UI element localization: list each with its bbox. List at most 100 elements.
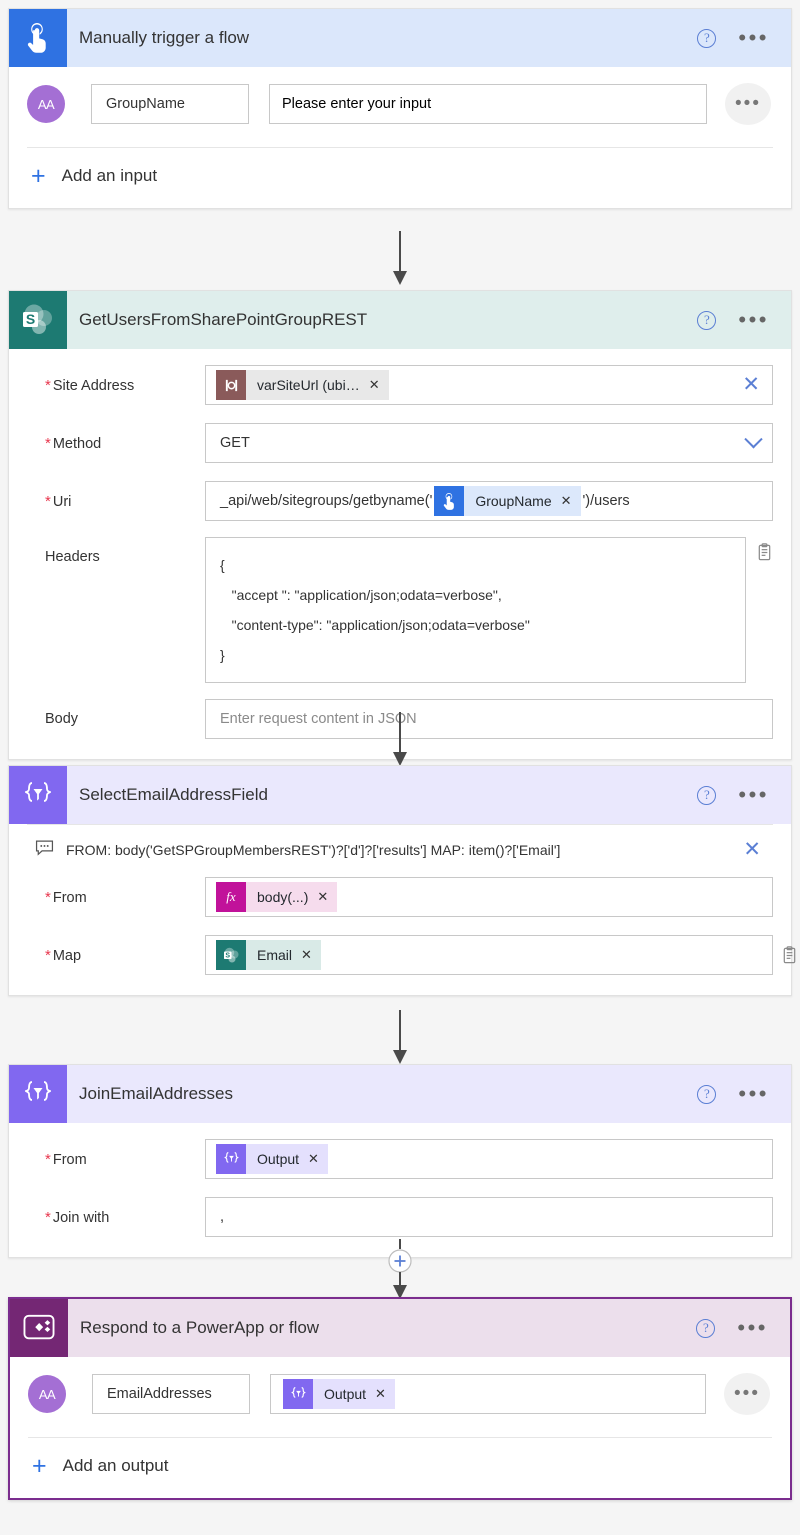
- uri-token-label: GroupName: [475, 493, 552, 509]
- method-value: GET: [220, 435, 250, 451]
- output-token[interactable]: Output ✕: [283, 1379, 395, 1409]
- help-icon[interactable]: ?: [697, 1084, 717, 1104]
- help-icon[interactable]: ?: [697, 310, 717, 330]
- select-summary-text: FROM: body('GetSPGroupMembersREST')?['d'…: [66, 842, 561, 858]
- select-summary-row: FROM: body('GetSPGroupMembersREST')?['d'…: [27, 824, 773, 861]
- connector-arrow: [0, 712, 800, 768]
- method-dropdown[interactable]: GET: [205, 423, 773, 463]
- from-token-label: body(...): [257, 889, 309, 905]
- from-label: From: [27, 889, 205, 906]
- header-actions: ? •••: [696, 1315, 790, 1340]
- headers-textarea[interactable]: { "accept ": "application/json;odata=ver…: [205, 537, 746, 683]
- from-token-label: Output: [257, 1151, 300, 1167]
- uri-label: Uri: [27, 493, 205, 510]
- card-title: SelectEmailAddressField: [79, 785, 268, 804]
- output-token[interactable]: Output ✕: [216, 1144, 328, 1174]
- flow-card-sharepoint[interactable]: S GetUsersFromSharePointGroupREST ? ••• …: [8, 290, 792, 760]
- header-actions: ? •••: [697, 1081, 791, 1106]
- input-value-field[interactable]: Please enter your input: [269, 84, 707, 124]
- output-more-options-icon[interactable]: •••: [724, 1373, 770, 1415]
- field-row-map: Map S Email ✕: [27, 933, 796, 977]
- switch-input-icon[interactable]: [781, 945, 798, 965]
- method-label: Method: [27, 435, 205, 452]
- variable-token[interactable]: varSiteUrl (ubi… ✕: [216, 370, 389, 400]
- flow-card-join[interactable]: JoinEmailAddresses ? ••• From: [8, 1064, 792, 1258]
- map-field[interactable]: S Email ✕: [205, 935, 796, 975]
- remove-token-icon[interactable]: ✕: [317, 889, 329, 904]
- data-operation-icon: [283, 1379, 313, 1409]
- add-input-button[interactable]: + Add an input: [9, 148, 791, 208]
- input-more-options-icon[interactable]: •••: [725, 83, 771, 125]
- data-operation-icon: [9, 1065, 67, 1123]
- flow-card-respond[interactable]: Respond to a PowerApp or flow ? ••• AA E…: [8, 1297, 792, 1500]
- more-options-icon[interactable]: •••: [737, 1315, 768, 1340]
- body-field[interactable]: Enter request content in JSON: [205, 699, 773, 739]
- add-output-button[interactable]: + Add an output: [10, 1438, 790, 1498]
- output-token-label: Output: [324, 1386, 367, 1402]
- map-label: Map: [27, 947, 205, 964]
- close-icon[interactable]: ✕: [743, 838, 761, 861]
- output-name-field[interactable]: EmailAddresses: [92, 1374, 250, 1414]
- card-title: GetUsersFromSharePointGroupREST: [79, 310, 368, 329]
- header-actions: ? •••: [697, 307, 791, 332]
- svg-text:S: S: [225, 952, 230, 959]
- remove-token-icon[interactable]: ✕: [308, 1151, 319, 1166]
- card-header[interactable]: S GetUsersFromSharePointGroupREST ? •••: [9, 291, 791, 349]
- help-icon[interactable]: ?: [697, 785, 717, 805]
- flow-card-select[interactable]: SelectEmailAddressField ? ••• FROM: body…: [8, 765, 796, 996]
- trigger-token[interactable]: GroupName ✕: [434, 486, 581, 516]
- tap-hand-icon: [434, 486, 465, 516]
- flow-card-trigger[interactable]: Manually trigger a flow ? ••• AA GroupNa…: [8, 8, 792, 209]
- help-icon[interactable]: ?: [696, 1318, 716, 1338]
- from-field[interactable]: fx body(...) ✕: [205, 877, 773, 917]
- site-address-field[interactable]: varSiteUrl (ubi… ✕ ✕: [205, 365, 773, 405]
- input-value-placeholder: Please enter your input: [282, 96, 432, 112]
- dropdown-toggle[interactable]: [744, 429, 763, 450]
- svg-text:S: S: [26, 311, 35, 327]
- uri-suffix-text: ')/users: [582, 493, 630, 509]
- more-options-icon[interactable]: •••: [738, 1081, 769, 1106]
- more-options-icon[interactable]: •••: [738, 307, 769, 332]
- connector-insert: [0, 1239, 800, 1301]
- help-icon[interactable]: ?: [697, 28, 717, 48]
- field-row-join-with: Join with ,: [27, 1195, 773, 1239]
- card-header[interactable]: Manually trigger a flow ? •••: [9, 9, 791, 67]
- expression-token[interactable]: fx body(...) ✕: [216, 882, 338, 912]
- header-actions: ? •••: [697, 782, 791, 807]
- sharepoint-token[interactable]: S Email ✕: [216, 940, 321, 970]
- card-body: Site Address varSiteUrl (ubi… ✕: [9, 363, 791, 759]
- join-with-field[interactable]: ,: [205, 1197, 773, 1237]
- headers-label: Headers: [45, 549, 100, 565]
- uri-field[interactable]: _api/web/sitegroups/getbyname(' GroupNam…: [205, 481, 773, 521]
- switch-input-icon[interactable]: [756, 543, 773, 567]
- more-options-icon[interactable]: •••: [738, 782, 769, 807]
- output-value-field[interactable]: Output ✕: [270, 1374, 706, 1414]
- field-row-headers: Headers { "accept ": "application/json;o…: [27, 537, 773, 683]
- chevron-down-icon: [744, 429, 763, 448]
- card-header[interactable]: JoinEmailAddresses ? •••: [9, 1065, 791, 1123]
- variable-icon: [216, 370, 246, 400]
- remove-token-icon[interactable]: ✕: [368, 377, 380, 392]
- from-field[interactable]: Output ✕: [205, 1139, 773, 1179]
- add-input-label: Add an input: [61, 166, 158, 185]
- card-body: From Output ✕: [9, 1137, 791, 1257]
- body-label: Body: [45, 711, 79, 727]
- data-operation-icon: [9, 766, 67, 824]
- input-type-avatar: AA: [27, 85, 65, 123]
- remove-token-icon[interactable]: ✕: [301, 947, 312, 962]
- data-operation-icon: [216, 1144, 246, 1174]
- remove-token-icon[interactable]: ✕: [560, 493, 572, 508]
- field-row-body: Body Enter request content in JSON: [27, 697, 773, 741]
- remove-token-icon[interactable]: ✕: [375, 1386, 386, 1401]
- trigger-input-row: AA GroupName Please enter your input •••: [9, 67, 791, 139]
- input-name-field[interactable]: GroupName: [91, 84, 249, 124]
- divider: [27, 147, 773, 148]
- clear-field-button[interactable]: ✕: [742, 374, 760, 395]
- card-header[interactable]: SelectEmailAddressField ? •••: [9, 766, 791, 824]
- site-address-label: Site Address: [27, 377, 205, 394]
- more-options-icon[interactable]: •••: [738, 25, 769, 50]
- card-title: Manually trigger a flow: [79, 28, 250, 47]
- variable-token-label: varSiteUrl (ubi…: [257, 377, 360, 393]
- card-header[interactable]: Respond to a PowerApp or flow ? •••: [10, 1299, 790, 1357]
